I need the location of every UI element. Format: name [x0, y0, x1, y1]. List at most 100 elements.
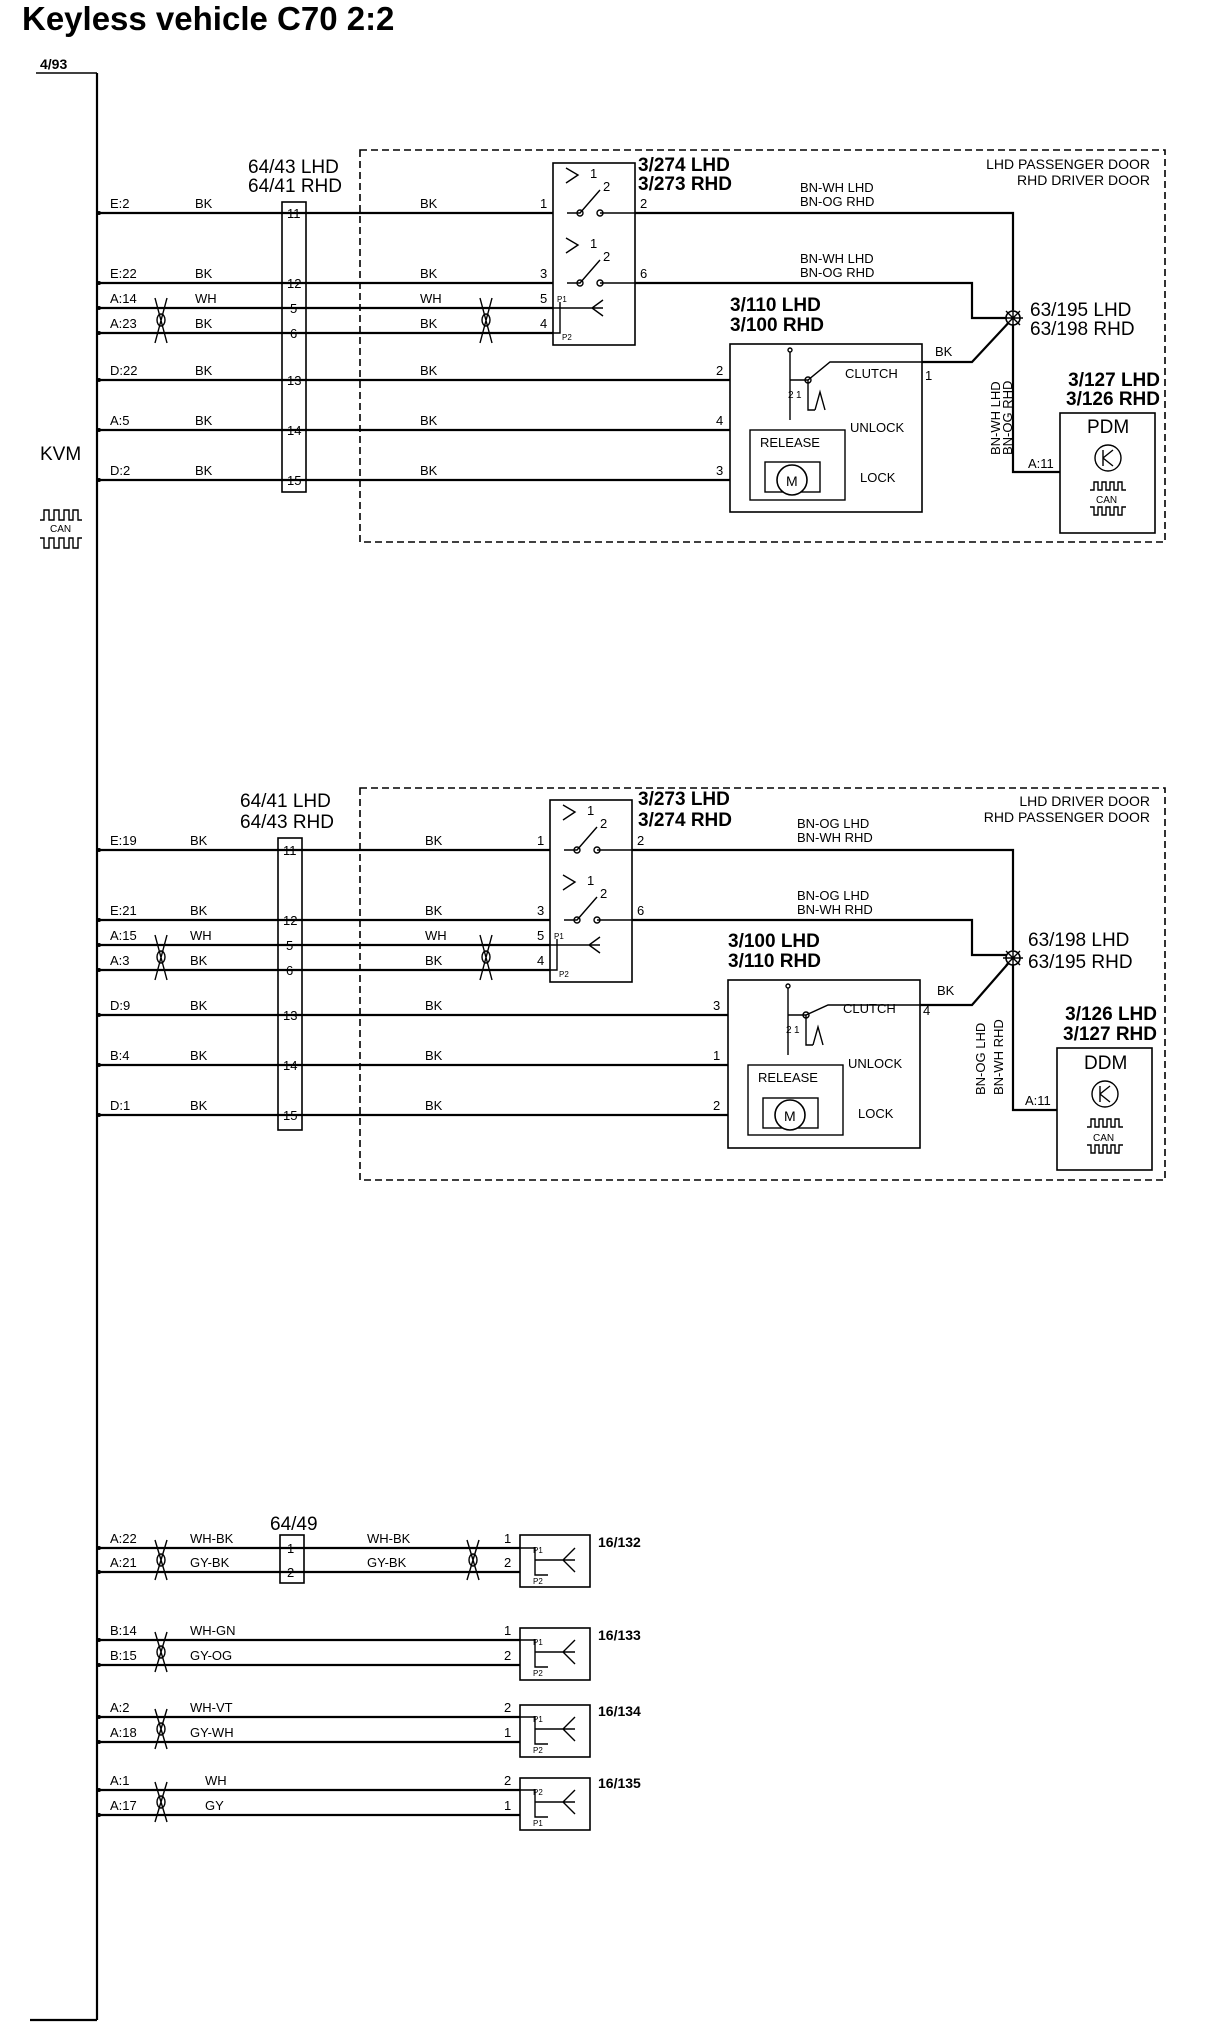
twisted-pair-icon	[154, 1781, 168, 1823]
svg-text:BK: BK	[190, 833, 208, 848]
svg-text:BK: BK	[420, 316, 438, 331]
svg-text:BK: BK	[425, 903, 443, 918]
svg-text:1: 1	[504, 1798, 511, 1813]
section-passenger-door: LHD PASSENGER DOOR RHD DRIVER DOOR 64/43…	[99, 149, 1166, 543]
svg-text:2: 2	[504, 1555, 511, 1570]
splice-label-1: 63/198 LHD	[1028, 930, 1129, 951]
lock-pin: 3	[713, 998, 720, 1013]
svg-text:A:3: A:3	[110, 953, 130, 968]
antenna-box	[519, 1704, 591, 1758]
switch-pin: 5	[540, 291, 547, 306]
svg-text:CAN: CAN	[50, 524, 71, 535]
module-name: PDM	[1087, 417, 1129, 438]
switch-pin: 6	[637, 903, 644, 918]
svg-text:WH: WH	[195, 291, 217, 306]
svg-text:1: 1	[587, 873, 594, 888]
twisted-pair-icon	[154, 1631, 168, 1673]
clutch-label: CLUTCH	[845, 366, 898, 381]
svg-text:BK: BK	[420, 413, 438, 428]
wire-group	[99, 211, 1060, 482]
ddm-module	[1056, 1047, 1153, 1171]
svg-text:CAN: CAN	[1096, 495, 1117, 506]
lock-pin: 3	[716, 463, 723, 478]
splice-label-1: 63/195 LHD	[1030, 300, 1131, 321]
vertical-wire-label-2: BN-WH RHD	[991, 1019, 1006, 1095]
transistor-icon	[1094, 444, 1122, 472]
twisted-pair-icon	[154, 1708, 168, 1750]
switch-contact-icon: 1 2	[565, 166, 635, 217]
page-title: Keyless vehicle C70 2:2	[22, 0, 394, 37]
kvm-can-icon: CAN	[40, 509, 82, 549]
svg-text:2: 2	[603, 249, 610, 264]
svg-text:BK: BK	[190, 998, 208, 1013]
wire-color-top-1: BN-WH LHD	[800, 180, 874, 195]
svg-text:13: 13	[283, 1008, 297, 1023]
svg-text:1: 1	[796, 390, 802, 401]
switch-pin: 2	[637, 833, 644, 848]
module-pin: A:11	[1028, 456, 1054, 471]
release-label: RELEASE	[758, 1070, 818, 1085]
switch-label-1: 3/274 LHD	[638, 155, 730, 176]
svg-text:1: 1	[587, 803, 594, 818]
svg-text:D:2: D:2	[110, 463, 130, 478]
svg-text:A:18: A:18	[110, 1725, 137, 1740]
motor-icon: M	[762, 1097, 819, 1131]
door-boundary	[359, 787, 1166, 1181]
svg-text:P1: P1	[533, 1546, 543, 1555]
svg-text:WH: WH	[425, 928, 447, 943]
wire-color-mid-2: BN-OG RHD	[800, 265, 874, 280]
module-name: DDM	[1084, 1053, 1127, 1074]
lock-label: LOCK	[858, 1106, 894, 1121]
left-wire-colors: BK BK WH BK BK BK BK	[190, 833, 212, 1113]
antenna-group-16-132: 64/49 1 2 A:22 A:21 WH-BK GY-BK WH-BK GY…	[99, 1514, 641, 1588]
antenna-icon: P1 P2	[520, 1715, 576, 1755]
svg-text:2: 2	[786, 1025, 792, 1036]
twisted-pair-icon	[154, 934, 168, 981]
svg-text:P2: P2	[533, 1788, 543, 1797]
svg-text:1: 1	[504, 1725, 511, 1740]
svg-text:6: 6	[290, 326, 297, 341]
svg-text:E:19: E:19	[110, 833, 137, 848]
svg-text:2: 2	[788, 390, 794, 401]
splice-icon	[1003, 948, 1023, 968]
svg-text:1: 1	[504, 1531, 511, 1546]
twisted-pair-icon	[479, 297, 493, 344]
lock-label-1: 3/110 LHD	[730, 295, 821, 316]
lock-pin: 2	[716, 363, 723, 378]
svg-text:1: 1	[590, 236, 597, 251]
can-bus-icon: CAN	[1087, 1118, 1123, 1154]
svg-text:P1: P1	[533, 1638, 543, 1647]
switch-label-1: 3/273 LHD	[638, 789, 730, 810]
svg-text:2: 2	[504, 1773, 511, 1788]
wire-group	[99, 848, 1057, 1117]
kvm-terminal-dots	[97, 211, 101, 1817]
vertical-wire-label-1: BN-WH LHD	[988, 381, 1003, 455]
left-wire-colors: BK BK WH BK BK BK BK	[195, 196, 217, 478]
svg-text:D:9: D:9	[110, 998, 130, 1013]
svg-text:BK: BK	[195, 363, 213, 378]
kvm-pin-labels: E:19 E:21 A:15 A:3 D:9 B:4 D:1	[110, 833, 137, 1113]
svg-text:BK: BK	[425, 1098, 443, 1113]
switch-label-2: 3/274 RHD	[638, 810, 732, 831]
door-label-2: RHD DRIVER DOOR	[1017, 172, 1150, 188]
svg-text:A:1: A:1	[110, 1773, 130, 1788]
svg-text:14: 14	[287, 423, 301, 438]
svg-text:11: 11	[283, 843, 297, 858]
switch-pin: 6	[640, 266, 647, 281]
svg-text:WH-GN: WH-GN	[190, 1623, 236, 1638]
antenna-group-16-135: A:1 A:17 WH GY 2 1 P2 P1 16/135	[99, 1773, 641, 1831]
switch-pin: 1	[537, 833, 544, 848]
connector-pin-numbers: 11 12 5 6 13 14 15	[287, 206, 301, 488]
switch-contact-icon: 1 2	[562, 803, 632, 854]
transistor-icon	[1091, 1080, 1119, 1108]
svg-text:5: 5	[286, 938, 293, 953]
svg-text:B:4: B:4	[110, 1048, 130, 1063]
svg-text:BK: BK	[195, 316, 213, 331]
svg-text:P2: P2	[562, 333, 572, 342]
svg-text:6: 6	[286, 963, 293, 978]
inline-connector	[281, 201, 307, 493]
svg-text:1: 1	[590, 166, 597, 181]
svg-text:P1: P1	[533, 1819, 543, 1828]
lock-out-color: BK	[937, 983, 955, 998]
clutch-switch-icon: 2 1	[787, 347, 922, 420]
